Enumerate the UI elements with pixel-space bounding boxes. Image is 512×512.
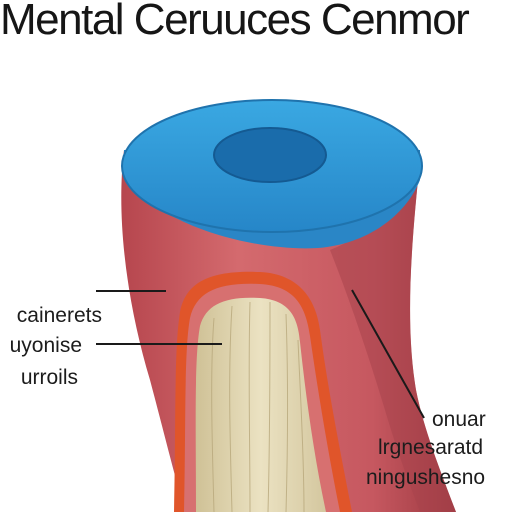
right-label-3: ningushesno <box>366 466 486 489</box>
fibrous-core <box>195 297 326 512</box>
right-label-1: onuar <box>432 408 486 431</box>
core-fibers <box>211 301 305 512</box>
left-label-1: cainerets <box>16 304 102 327</box>
lumen-rim <box>213 127 327 183</box>
lumen <box>214 128 326 182</box>
leader-line-right <box>351 289 425 419</box>
top-surface-rim <box>121 99 423 233</box>
right-label-2: lrgnesaratd <box>378 436 484 459</box>
diagram-title: Mental Ceruuces Cenmor <box>0 0 470 44</box>
wall-shading <box>330 180 456 512</box>
left-label-2: uyonise <box>9 334 82 357</box>
left-label-3: urroils <box>20 366 78 389</box>
